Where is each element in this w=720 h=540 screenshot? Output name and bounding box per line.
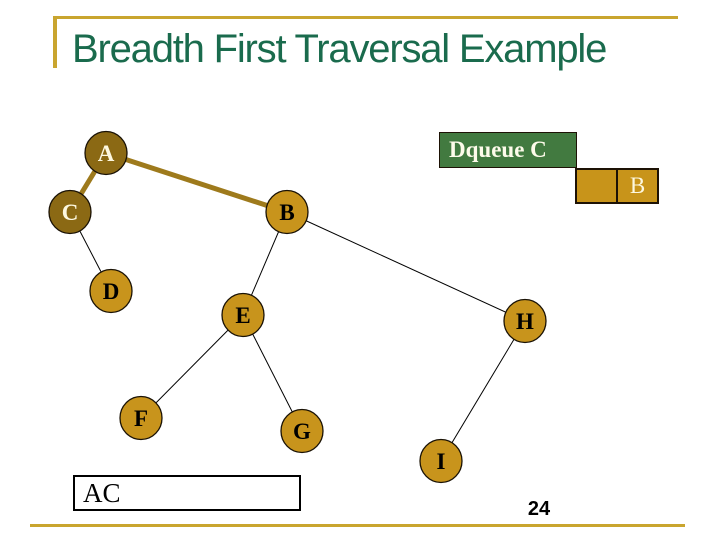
page-number: 24 [527, 498, 551, 520]
node-label-G: G [293, 419, 311, 444]
node-label-D: D [103, 279, 120, 304]
node-circle-B [265, 189, 309, 235]
node-F: F [119, 395, 163, 441]
node-circle-C [48, 189, 92, 235]
node-circle-H [503, 298, 547, 344]
node-H: H [503, 298, 547, 344]
node-label-C: C [62, 200, 79, 225]
page-title: Breadth First Traversal Example [72, 27, 607, 71]
visited-list-text: AC [83, 478, 121, 508]
queue-cells: B [575, 168, 659, 204]
edge-H-I [440, 320, 526, 462]
edge-A-B [105, 150, 288, 215]
node-circle-G [280, 408, 324, 454]
queue-cell: B [616, 168, 659, 204]
node-circle-D [89, 268, 133, 314]
node-circle-A [84, 130, 128, 176]
dqueue-status-text: Dqueue C [449, 137, 547, 162]
node-C: C [48, 189, 92, 235]
node-circle-E [221, 292, 265, 338]
node-B: B [265, 189, 309, 235]
title-left-rule [53, 16, 57, 68]
node-label-B: B [279, 200, 294, 225]
node-circle-I [419, 438, 463, 484]
node-label-A: A [98, 141, 115, 166]
edge-E-F [140, 314, 244, 419]
edge-B-H [286, 211, 526, 322]
dqueue-status-box: Dqueue C [439, 132, 577, 168]
node-E: E [221, 292, 265, 338]
node-I: I [419, 438, 463, 484]
node-label-H: H [516, 309, 534, 334]
node-circle-F [119, 395, 163, 441]
bottom-rule [30, 524, 685, 527]
queue-cell [575, 168, 618, 204]
node-label-E: E [235, 303, 250, 328]
node-A: A [84, 130, 128, 176]
node-D: D [89, 268, 133, 314]
node-label-F: F [134, 406, 148, 431]
visited-list-box: AC [73, 475, 301, 511]
node-G: G [280, 408, 324, 454]
node-label-I: I [437, 449, 446, 474]
title-top-rule [53, 16, 678, 19]
